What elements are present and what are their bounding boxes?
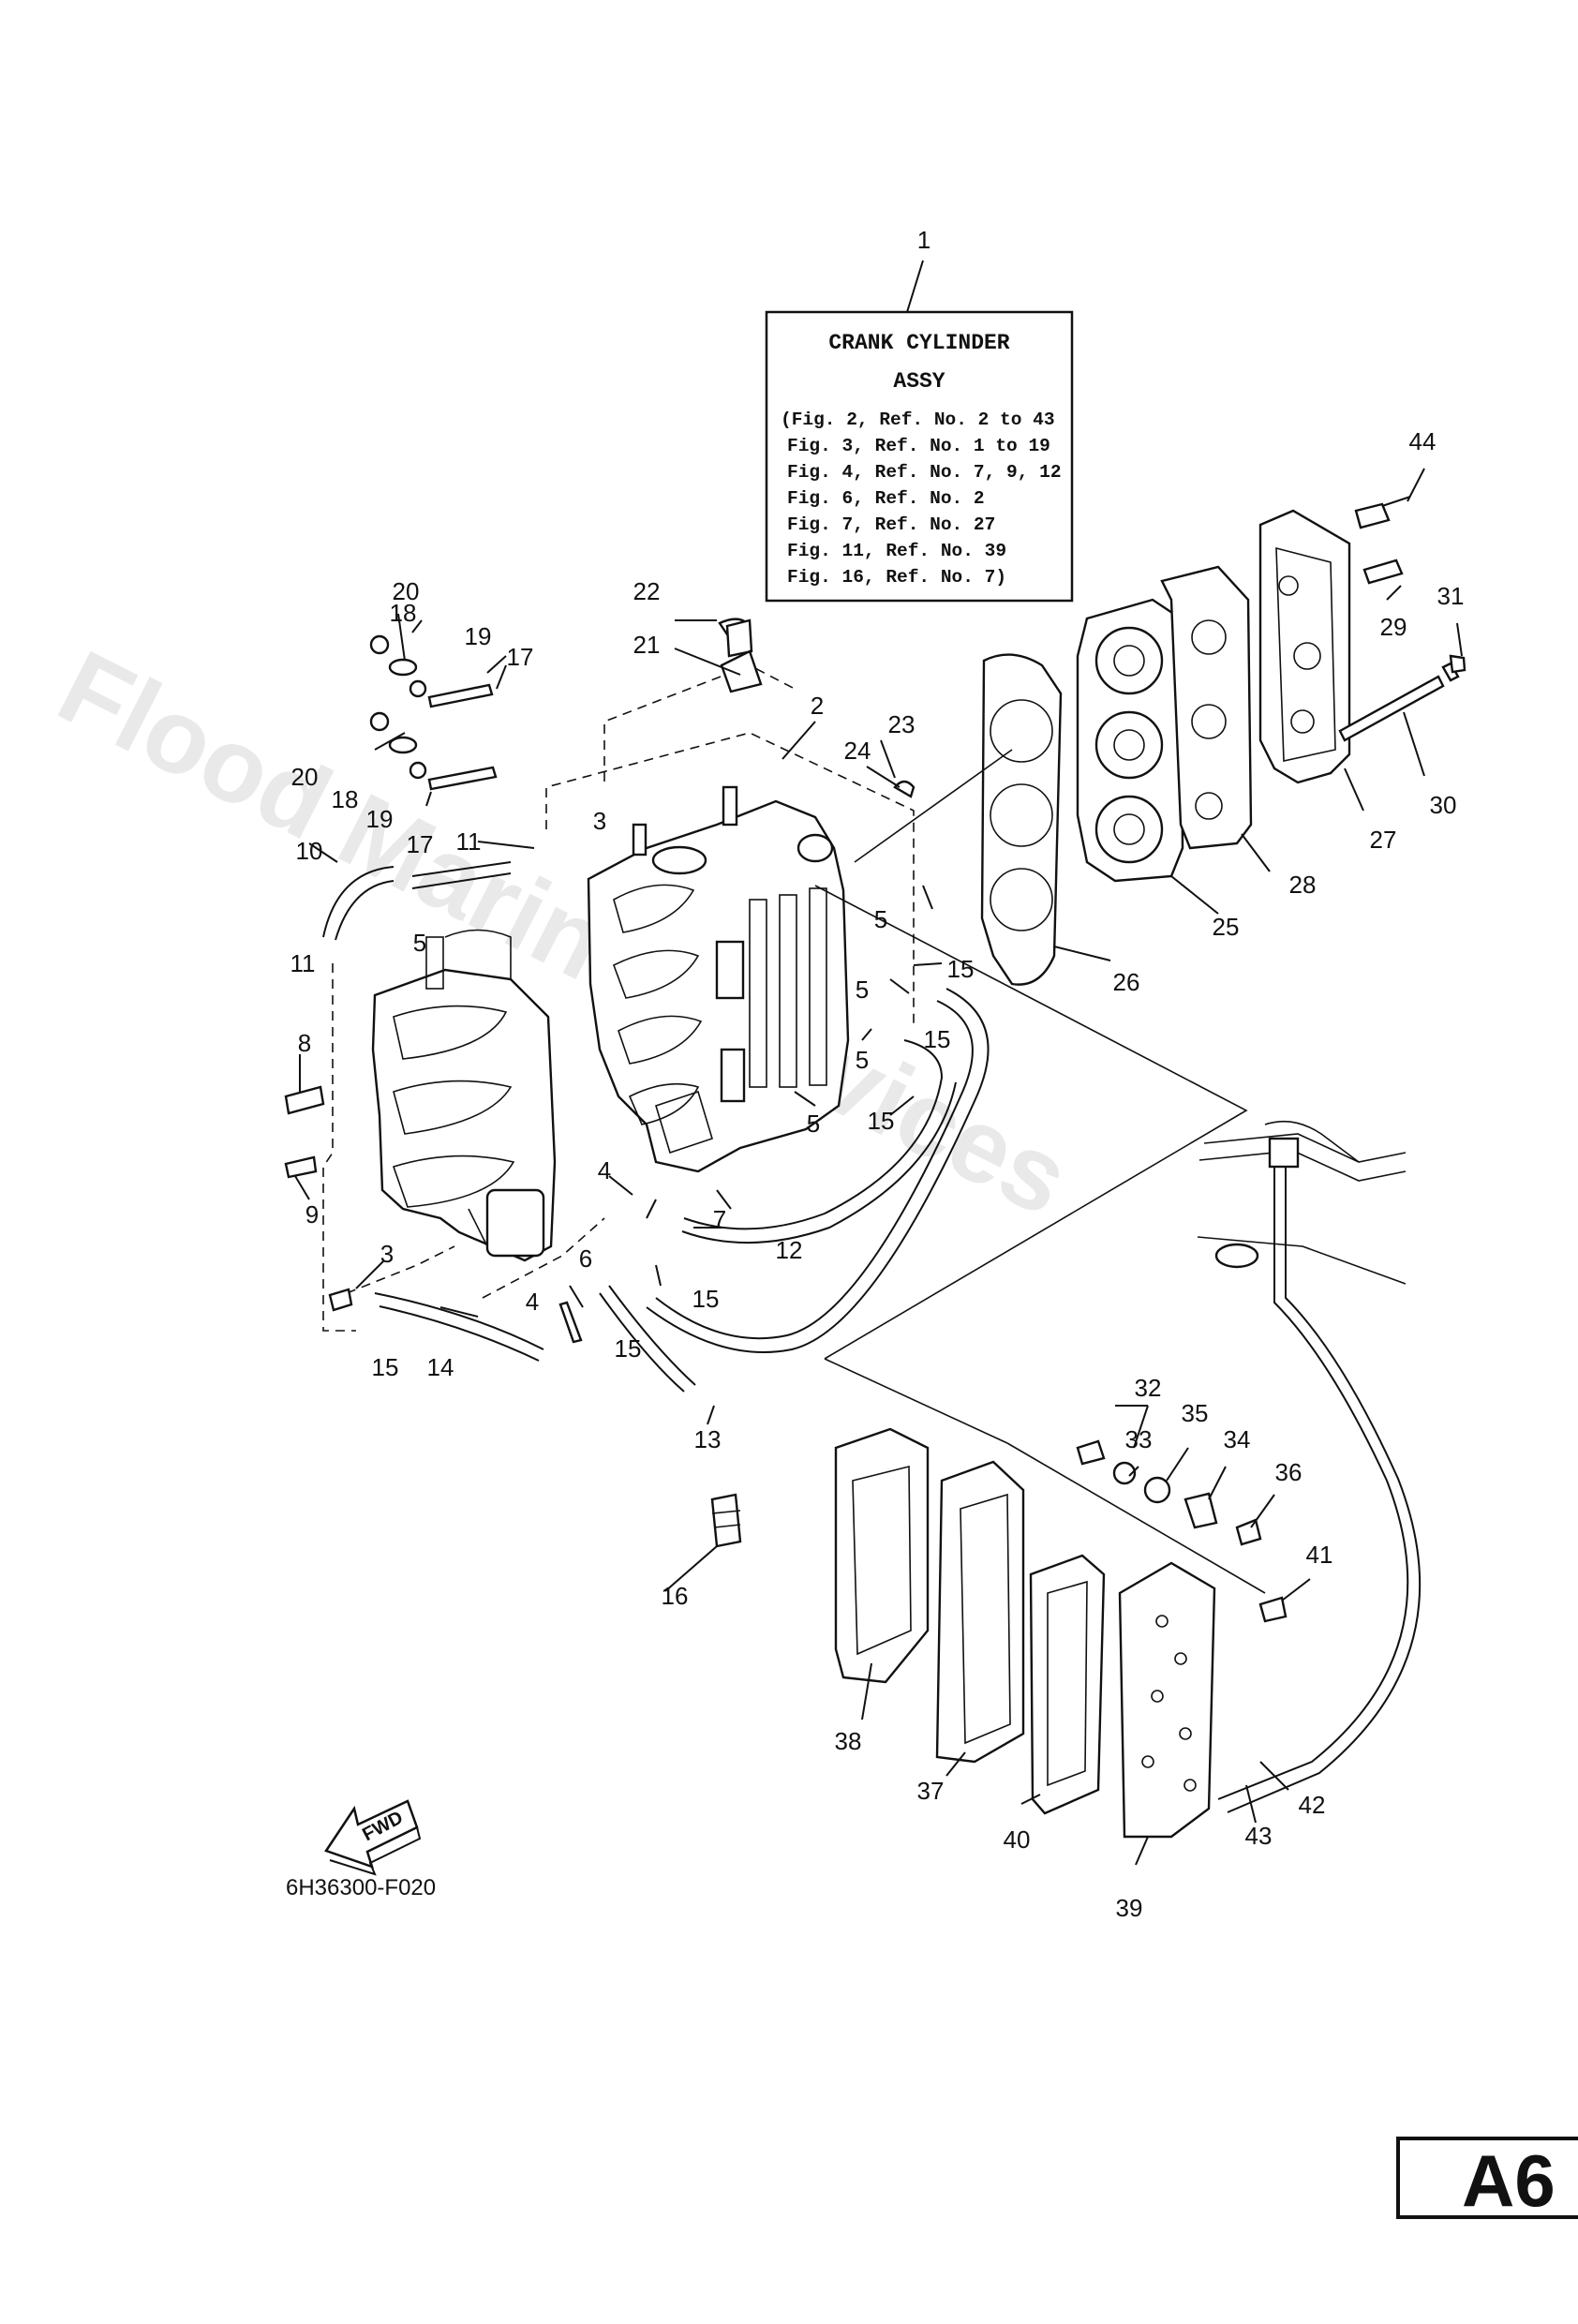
callout-label: 21 [633, 631, 661, 659]
head-cover [1258, 509, 1351, 784]
callout-label: 32 [1135, 1374, 1162, 1402]
callout-label: 31 [1437, 582, 1465, 610]
callout-label: 10 [296, 837, 323, 865]
callout-label: 35 [1182, 1399, 1209, 1427]
callout-label: 12 [776, 1236, 803, 1264]
callout-label: 29 [1380, 613, 1407, 641]
engine-outline [1197, 1133, 1407, 1285]
info-box-ref: Fig. 7, Ref. No. 27 [787, 514, 995, 535]
crankcase [587, 785, 850, 1173]
callout-label: 15 [615, 1334, 642, 1363]
callout-label: 11 [290, 949, 316, 977]
info-box-title: CRANK CYLINDER [828, 331, 1009, 355]
callout-label: 41 [1306, 1541, 1333, 1569]
callout-label: 6 [579, 1244, 592, 1273]
info-box-ref: Fig. 11, Ref. No. 39 [787, 541, 1006, 561]
callout-label: 5 [874, 905, 887, 933]
assembly-boundaries [322, 664, 915, 1332]
exhaust-cover-assy [834, 1427, 1288, 1839]
callout-label: 15 [372, 1353, 399, 1381]
callout-label: 43 [1245, 1822, 1273, 1850]
callout-label: 11 [456, 827, 482, 856]
callout-label: 1 [917, 226, 930, 254]
callout-label: 40 [1004, 1825, 1031, 1854]
callout-label: 28 [1289, 871, 1317, 899]
callout-label: 18 [390, 599, 417, 627]
drawing-code: 6H36300-F020 [286, 1875, 436, 1900]
callout-label: 15 [868, 1107, 895, 1135]
callout-label: 30 [1430, 791, 1457, 819]
callout-label: 19 [366, 805, 394, 833]
head-cover-gasket [1160, 565, 1253, 850]
callout-label: 25 [1213, 913, 1240, 941]
callout-label: 7 [713, 1205, 726, 1233]
callout-label: 17 [507, 643, 534, 671]
info-box-ref: Fig. 3, Ref. No. 1 to 19 [787, 436, 1050, 456]
callout-label: 5 [807, 1110, 820, 1138]
info-box-ref: Fig. 6, Ref. No. 2 [787, 488, 985, 509]
callout-label: 27 [1370, 826, 1397, 854]
callout-label: 16 [662, 1582, 689, 1610]
small-parts [710, 618, 763, 1548]
callout-label: 20 [291, 763, 319, 791]
callout-label: 42 [1299, 1791, 1326, 1819]
callout-label: 3 [593, 807, 606, 835]
callout-label: 18 [332, 785, 359, 813]
callout-label: 34 [1224, 1425, 1251, 1453]
callout-label: 39 [1116, 1894, 1143, 1922]
callout-label: 17 [407, 830, 434, 858]
callout-label: 15 [692, 1285, 720, 1313]
callout-label: 14 [427, 1353, 454, 1381]
callout-leaders [294, 260, 1463, 1866]
callout-label: 33 [1125, 1425, 1153, 1453]
callout-label: 4 [526, 1288, 539, 1316]
hoses [322, 861, 1422, 1813]
callout-label: 15 [947, 955, 975, 983]
callout-label: 3 [380, 1240, 394, 1268]
callout-label: 26 [1113, 968, 1140, 996]
callout-label: 4 [598, 1156, 611, 1184]
callout-label: 24 [844, 737, 871, 765]
callout-label: 13 [694, 1425, 722, 1453]
head-gasket [980, 653, 1063, 986]
watermark: Flood Marine Services [41, 628, 1087, 1238]
callout-label: 2 [811, 692, 824, 720]
info-box-ref: Fig. 16, Ref. No. 7) [787, 567, 1006, 588]
fasteners [284, 496, 1466, 1344]
callout-label: 19 [465, 622, 492, 650]
callout-label: 22 [633, 577, 661, 605]
callout-numbers: 1 2 3 3 4 4 5 5 5 5 5 6 7 8 9 10 11 11 1… [290, 226, 1465, 1922]
callout-label: 5 [856, 976, 869, 1004]
callout-label: 36 [1275, 1458, 1303, 1486]
callout-label: 20 [393, 577, 420, 605]
info-box-subtitle: ASSY [893, 369, 945, 394]
info-box-ref: (Fig. 2, Ref. No. 2 to 43 [781, 410, 1055, 430]
callout-label: 5 [856, 1046, 869, 1074]
fwd-arrow-icon: FWD [324, 1799, 422, 1876]
leader-assembly-lines [814, 749, 1360, 1594]
callout-label: 44 [1409, 427, 1437, 455]
callout-label: 15 [924, 1025, 951, 1053]
cylinder-block [371, 929, 557, 1262]
callout-label: 38 [835, 1727, 862, 1755]
callout-label: 23 [888, 710, 916, 738]
page-badge: A6 [1396, 2137, 1578, 2222]
cylinder-head [1076, 598, 1184, 883]
callout-label: 5 [413, 929, 426, 957]
info-box-ref: Fig. 4, Ref. No. 7, 9, 12 [787, 462, 1062, 483]
info-box: CRANK CYLINDER ASSY (Fig. 2, Ref. No. 2 … [765, 310, 1074, 603]
page-badge-label: A6 [1462, 2139, 1556, 2222]
callout-label: 9 [305, 1200, 319, 1229]
callout-label: 8 [298, 1029, 311, 1057]
callout-label: 37 [917, 1777, 945, 1805]
